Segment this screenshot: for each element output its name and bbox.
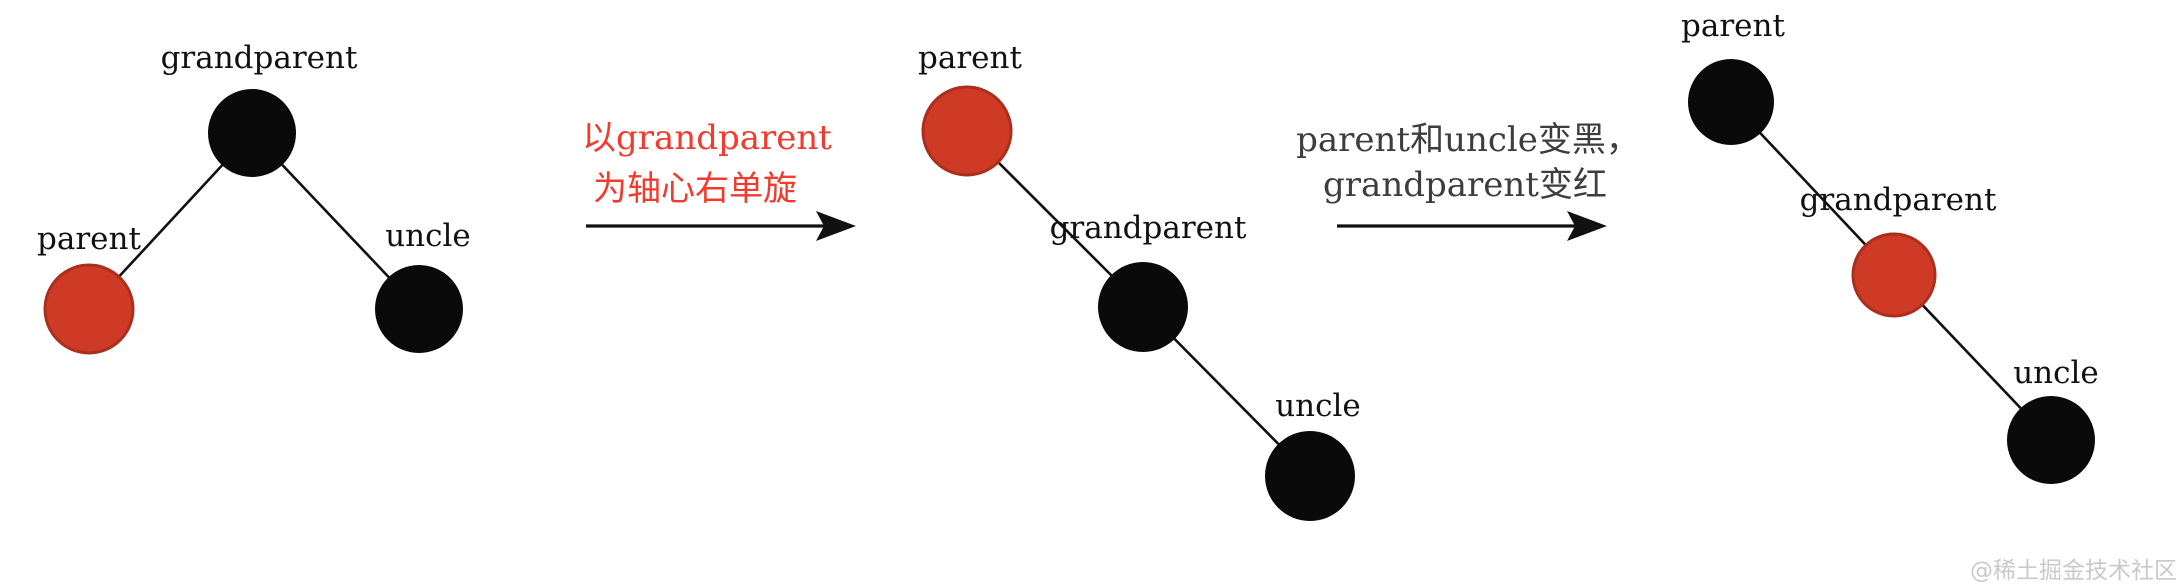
transition-arrow-recolor: parent和uncle变黑， grandparent变红	[1296, 120, 1640, 241]
label-grandparent: grandparent	[1800, 182, 1997, 218]
rotate-arrow-head	[816, 211, 856, 241]
recolor-caption-line2: grandparent变红	[1323, 165, 1607, 205]
node-uncle	[2007, 396, 2095, 484]
node-uncle	[1265, 431, 1355, 521]
label-uncle: uncle	[2013, 355, 2099, 391]
rotate-caption-line1: 以grandparent	[582, 118, 832, 158]
node-grandparent	[1098, 262, 1188, 352]
node-parent	[1688, 59, 1774, 145]
tree-final: parent grandparent uncle	[1681, 8, 2099, 484]
recolor-caption-line1: parent和uncle变黑，	[1296, 120, 1640, 160]
label-parent: parent	[918, 40, 1022, 76]
transition-arrow-rotate: 以grandparent 为轴心右单旋	[582, 118, 856, 241]
label-parent: parent	[37, 221, 141, 257]
tree-initial: grandparent parent uncle	[37, 40, 471, 355]
label-grandparent: grandparent	[161, 40, 358, 76]
node-uncle	[375, 265, 463, 353]
tree-rotated: parent grandparent uncle	[918, 40, 1361, 521]
label-uncle: uncle	[385, 218, 471, 254]
label-parent: parent	[1681, 8, 1785, 44]
rotate-caption-line2: 为轴心右单旋	[593, 169, 797, 209]
recolor-arrow-head	[1567, 211, 1607, 241]
watermark: @稀土掘金技术社区	[1970, 558, 2177, 584]
node-parent	[921, 85, 1013, 177]
label-uncle: uncle	[1275, 388, 1361, 424]
node-grandparent	[208, 89, 296, 177]
node-parent	[43, 263, 135, 355]
label-grandparent: grandparent	[1050, 210, 1247, 246]
node-grandparent	[1851, 232, 1937, 318]
